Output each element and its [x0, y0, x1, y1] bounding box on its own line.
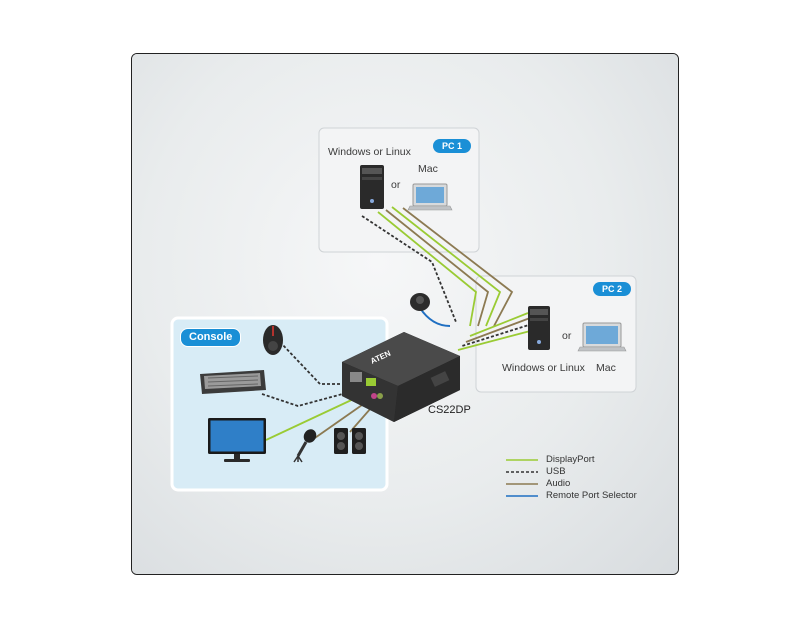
remote-selector-icon [410, 293, 430, 311]
console-badge: Console [180, 328, 242, 347]
pc2-cables [457, 312, 535, 351]
laptop-icon [407, 183, 453, 211]
pc1-panel [318, 127, 480, 253]
microphone-icon [293, 429, 317, 463]
mouse-icon [263, 325, 283, 355]
pc2-badge: PC 2 [593, 282, 632, 296]
pc2-or-label: or [562, 330, 572, 342]
legend-label-usb: USB [546, 466, 566, 477]
pc2-mac-label: Mac [596, 362, 616, 374]
pc1-or-label: or [391, 179, 401, 191]
pc1-os-label: Windows or Linux [328, 146, 411, 158]
keyboard-icon [200, 370, 266, 394]
legend-label-displayport: DisplayPort [546, 454, 595, 465]
tower-pc-icon [360, 165, 384, 209]
kvm-switch-icon [342, 332, 460, 422]
speakers-icon [334, 428, 366, 454]
device-model-label: CS22DP [428, 404, 471, 416]
legend-label-remote-selector: Remote Port Selector [546, 490, 637, 501]
laptop-icon [577, 322, 627, 352]
pc1-mac-label: Mac [418, 163, 438, 175]
legend-label-audio: Audio [546, 478, 571, 489]
pc1-badge: PC 1 [433, 139, 472, 153]
legend-lines [506, 459, 538, 497]
tower-pc-icon [528, 306, 550, 350]
pc2-os-label: Windows or Linux [502, 362, 585, 374]
pc1-cables [361, 206, 514, 327]
remote-selector-cable [419, 307, 451, 327]
monitor-icon [208, 418, 266, 462]
